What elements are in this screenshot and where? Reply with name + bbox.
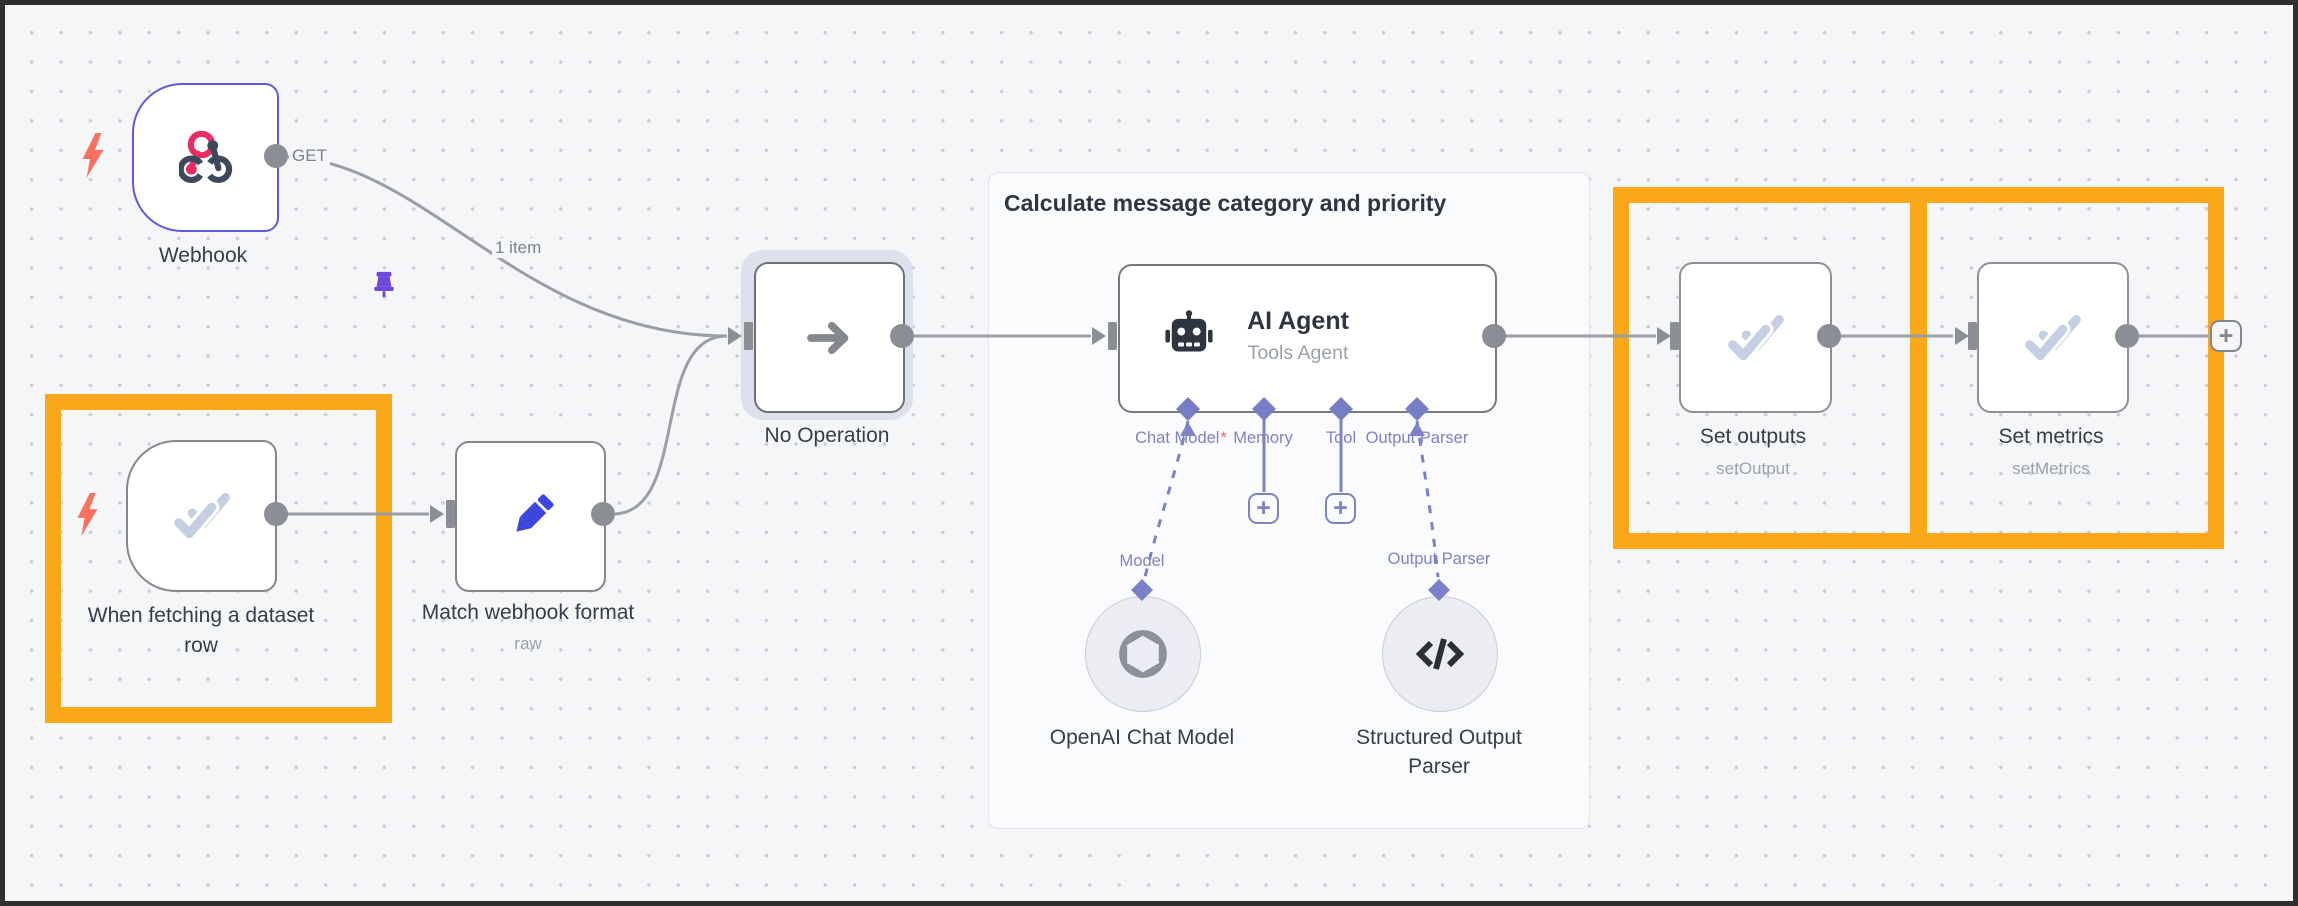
node-label-dataset-trigger: When fetching a dataset row — [87, 604, 315, 657]
input-port[interactable] — [728, 327, 742, 345]
connection-items-label: 1 item — [492, 238, 545, 258]
double-check-icon — [2022, 314, 2081, 363]
connector-label-output-parser-sub: Output Parser — [1387, 550, 1491, 568]
connector-label-chat-model: Chat Model* — [1135, 429, 1227, 447]
lightning-icon — [77, 493, 98, 536]
required-marker: * — [1220, 429, 1227, 447]
robot-icon — [1165, 310, 1213, 352]
code-icon — [1415, 638, 1465, 670]
node-set-outputs[interactable] — [1679, 262, 1832, 413]
arrow-right-icon — [806, 321, 848, 354]
webhook-icon — [178, 130, 232, 183]
node-sublabel-set-metrics: setMetrics — [2012, 459, 2090, 478]
input-port[interactable] — [430, 505, 444, 523]
node-label-openai-chat-model: OpenAI Chat Model — [1049, 726, 1235, 749]
lightning-icon — [82, 133, 104, 178]
node-structured-output-parser[interactable] — [1382, 596, 1498, 712]
node-label-set-metrics: Set metrics — [1998, 425, 2104, 448]
highlight-box-dataset-trigger — [45, 394, 392, 723]
pin-icon — [374, 271, 394, 297]
node-no-operation[interactable] — [754, 262, 905, 413]
double-check-icon — [1724, 314, 1784, 363]
workflow-canvas[interactable]: Calculate message category and priority — [5, 5, 2293, 901]
node-set-metrics[interactable] — [1977, 262, 2129, 413]
pencil-icon — [515, 493, 554, 532]
add-tool-button[interactable]: + — [1325, 493, 1356, 524]
add-memory-button[interactable]: + — [1248, 493, 1279, 524]
connector-label-tool: Tool — [1325, 429, 1357, 447]
connector-label-memory: Memory — [1233, 429, 1293, 447]
node-label-webhook: Webhook — [158, 244, 248, 267]
node-ai-agent[interactable] — [1118, 264, 1497, 413]
ai-agent-subtitle: Tools Agent — [1247, 342, 1349, 364]
group-title: Calculate message category and priority — [1004, 190, 1447, 216]
node-match-webhook-format[interactable] — [455, 441, 606, 592]
connector-label-model: Model — [1119, 552, 1165, 570]
node-webhook[interactable] — [132, 83, 394, 297]
wire-match-noop — [614, 334, 728, 516]
node-sublabel-set-outputs: setOutput — [1716, 459, 1790, 478]
node-sublabel-match-format: raw — [514, 634, 542, 653]
double-check-icon — [170, 492, 230, 542]
connector-label-output-parser: Output Parser — [1365, 429, 1469, 447]
node-label-structured-output-parser: Structured Output Parser — [1356, 726, 1522, 778]
node-label-no-operation: No Operation — [764, 424, 890, 447]
node-openai-chat-model[interactable] — [1085, 596, 1201, 712]
node-label-set-outputs: Set outputs — [1699, 425, 1807, 448]
highlight-box-set-metrics — [1910, 187, 2224, 549]
node-dataset-trigger[interactable] — [126, 440, 277, 592]
node-label-match-format: Match webhook format — [421, 601, 635, 624]
add-next-node-button[interactable]: + — [2210, 320, 2242, 352]
openai-icon — [1119, 630, 1167, 678]
ai-agent-title: AI Agent — [1247, 307, 1349, 335]
webhook-method-label: GET — [289, 146, 330, 166]
input-port[interactable] — [446, 500, 455, 528]
